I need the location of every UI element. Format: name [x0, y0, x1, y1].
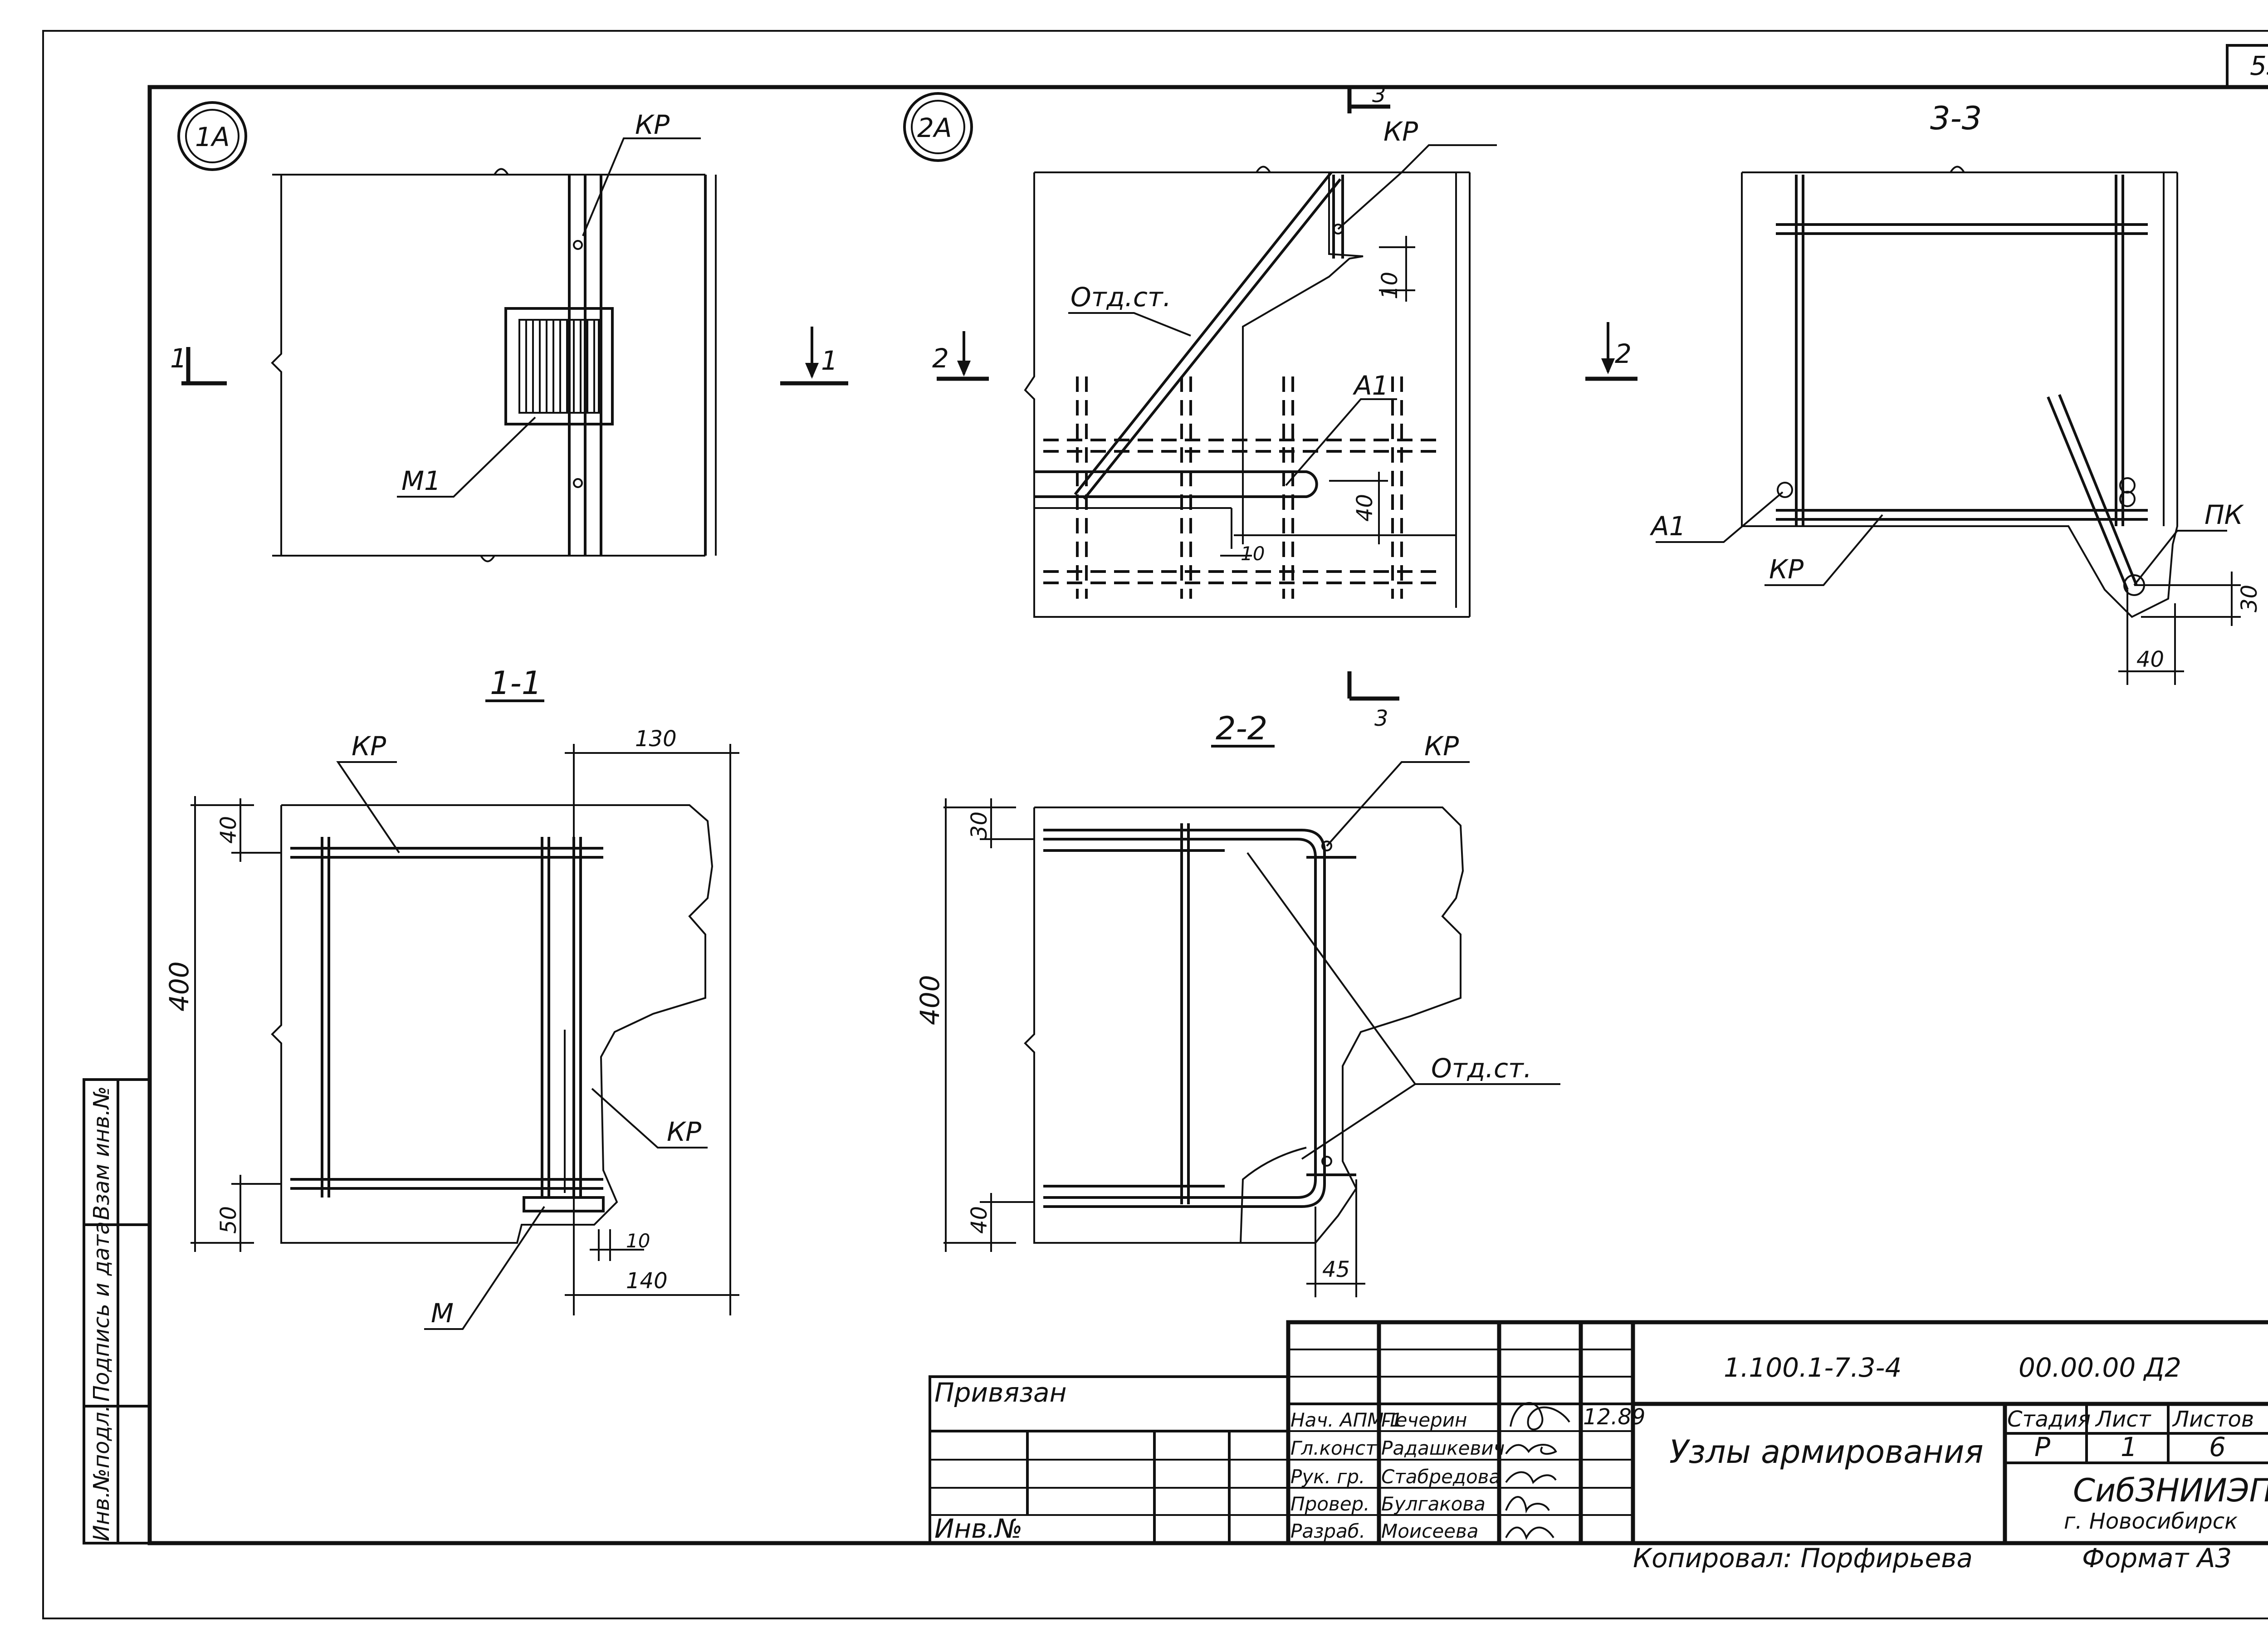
- section-1-1-label: 1-1: [490, 665, 542, 702]
- section-2-2-dim-40: 40: [967, 1206, 992, 1234]
- section-1-1-kr-side-label: КР: [667, 1116, 701, 1147]
- section-3-3-label: 3-3: [1930, 100, 1982, 137]
- section-2-2-label: 2-2: [1216, 710, 1267, 747]
- node-2a-a1-label: А1: [1352, 370, 1389, 401]
- tb-name-4: Булгакова: [1381, 1493, 1486, 1515]
- section-2-2-dim-30: 30: [967, 811, 992, 839]
- section-2-2-kr-label: КР: [1424, 731, 1459, 762]
- section-2-2-view: 2-2 400 30 40 45 КР Отд.ст: [914, 710, 1560, 1297]
- tb-sheets: 6: [2209, 1432, 2226, 1462]
- tb-format: Формат А3: [2082, 1543, 2232, 1574]
- signature-1: [1510, 1402, 1570, 1431]
- node-1a-view: 1А КР М1 1: [170, 101, 848, 562]
- signature-2: [1505, 1444, 1557, 1455]
- section-2-2-dim-400: 400: [914, 975, 945, 1025]
- section-1-1-kr-top-label: КР: [352, 731, 386, 762]
- node-2a-dim-10: 10: [1377, 272, 1403, 299]
- section-3-3-dim-40: 40: [2136, 647, 2164, 672]
- section-1-1-dim-40: 40: [216, 816, 241, 844]
- section-1-1-dim-50: 50: [216, 1206, 241, 1234]
- side-stamp-inv-podl: Инв.№подл.: [89, 1405, 114, 1541]
- section-3-3-dim-30: 30: [2237, 585, 2262, 612]
- inner-frame: [147, 85, 2268, 1545]
- section-1-1-dim-140: 140: [626, 1268, 668, 1294]
- tb-role-5: Разраб.: [1290, 1520, 1365, 1542]
- section-1-1-dim-10: 10: [626, 1230, 650, 1252]
- privyazan-label: Привязан: [934, 1377, 1067, 1408]
- node-1a-kr-label: КР: [635, 109, 670, 140]
- tb-org-name: СибЗНИИЭП: [2073, 1472, 2268, 1509]
- node-1a-label: 1А: [195, 122, 230, 152]
- node-2a-view: 2А 3: [903, 82, 1497, 731]
- side-stamp-podpis: Подпись и дата: [89, 1221, 114, 1402]
- privyazan-block: Привязан Инв.№: [929, 1375, 1290, 1544]
- tb-sheet-header: Лист: [2095, 1407, 2152, 1432]
- signature-5: [1505, 1526, 1554, 1540]
- section-1-1-dim-130: 130: [635, 726, 677, 752]
- title-block: 1.100.1-7.3-4 00.00.00 Д2 Узлы армирован…: [1286, 1320, 2268, 1574]
- inv-no-label: Инв.№: [934, 1513, 1022, 1544]
- section-1-1-dim-400: 400: [164, 961, 195, 1012]
- node-2a-dim-40: 40: [1352, 494, 1378, 522]
- signature-4: [1505, 1496, 1550, 1514]
- section-2-2-dim-45: 45: [1322, 1257, 1350, 1282]
- tb-copied-by: Копировал: Порфирьева: [1633, 1543, 1973, 1574]
- node-2a-label: 2А: [917, 112, 952, 143]
- tb-name-1: Печерин: [1381, 1409, 1467, 1431]
- cut-mark-1-right: 1: [821, 345, 838, 376]
- embedded-plate-m1: [504, 307, 614, 425]
- cut-mark-2-right: 2: [1615, 338, 1632, 369]
- tb-title: Узлы армирования: [1669, 1433, 1984, 1471]
- tb-role-2: Гл.конст.: [1290, 1437, 1383, 1459]
- tb-name-2: Радашкевич: [1381, 1437, 1505, 1459]
- node-1a-m1-label: М1: [401, 465, 441, 496]
- cut-mark-3-bottom: 3: [1374, 706, 1388, 731]
- tb-role-4: Провер.: [1290, 1493, 1370, 1515]
- section-1-1-m-label: М: [431, 1298, 454, 1329]
- tb-role-3: Рук. гр.: [1290, 1466, 1365, 1488]
- tb-stage: Р: [2034, 1432, 2050, 1462]
- outer-frame: [42, 30, 2268, 1619]
- section-1-1-view: 1-1 400 40 50 130 140: [164, 665, 739, 1330]
- tb-sheets-header: Листов: [2172, 1407, 2254, 1432]
- node-2a-dim-10b: 10: [1241, 543, 1265, 565]
- cut-mark-2-left: 2: [932, 343, 949, 374]
- tb-name-3: Стабредова: [1381, 1466, 1501, 1488]
- section-3-3-pk-label: ПК: [2204, 499, 2244, 530]
- tb-role-1: Нач. АПМ-1: [1290, 1409, 1403, 1431]
- section-3-3-a1-label: А1: [1649, 511, 1686, 542]
- cut-mark-1-left: 1: [170, 343, 187, 374]
- section-3-3-view: 3-3 30 40 А1 КР ПК: [1585, 100, 2262, 685]
- page-number: 53: [2250, 50, 2268, 81]
- tb-name-5: Моисеева: [1381, 1520, 1479, 1542]
- tb-org-city: г. Новосибирск: [2064, 1509, 2238, 1534]
- cut-mark-3-top: 3: [1372, 82, 1386, 108]
- section-3-3-kr-label: КР: [1769, 554, 1804, 585]
- node-2a-kr-label: КР: [1383, 116, 1418, 147]
- side-stamp-vzam: Взам инв.№: [89, 1086, 114, 1220]
- signature-3: [1505, 1471, 1557, 1484]
- tb-date: 12.89: [1583, 1404, 1645, 1430]
- side-stamp: Инв.№подл. Подпись и дата Взам инв.№: [83, 1078, 151, 1544]
- tb-designation: 1.100.1-7.3-4: [1724, 1352, 1901, 1383]
- node-2a-otdst-label: Отд.ст.: [1070, 282, 1171, 313]
- tb-code: 00.00.00 Д2: [2019, 1352, 2181, 1383]
- section-2-2-otdst-label: Отд.ст.: [1431, 1053, 1532, 1084]
- page-number-box: [2226, 44, 2268, 88]
- tb-stage-header: Стадия: [2007, 1407, 2091, 1432]
- tb-sheet: 1: [2121, 1432, 2137, 1462]
